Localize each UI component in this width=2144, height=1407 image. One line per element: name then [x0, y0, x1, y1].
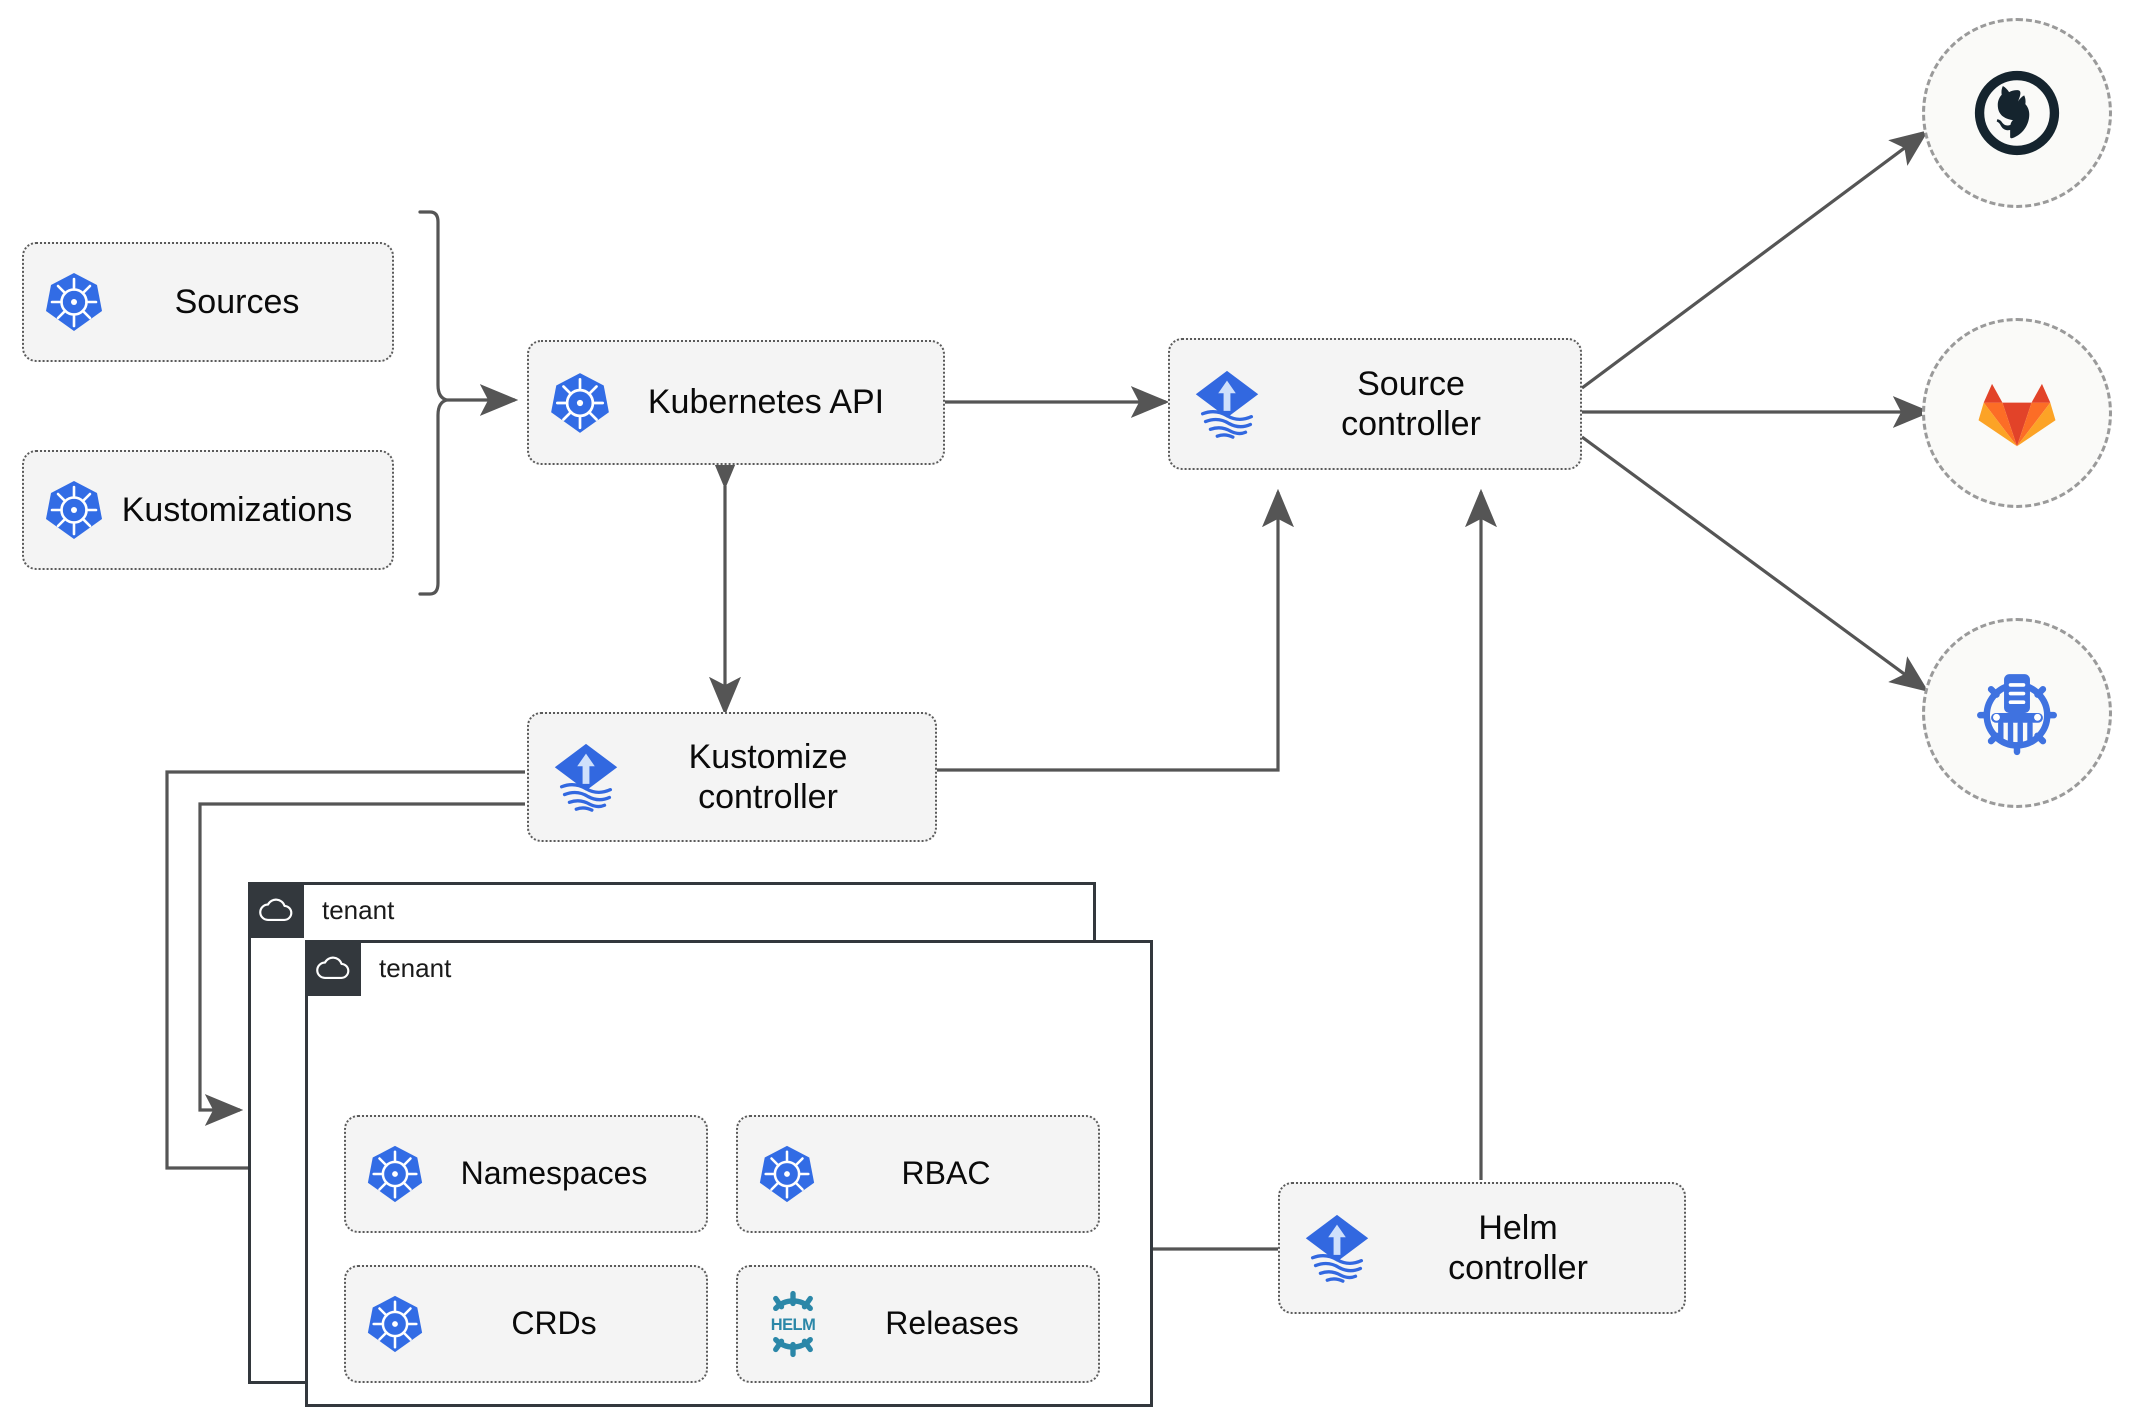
- helm-icon: HELM: [756, 1287, 830, 1361]
- github-icon: [1974, 70, 2060, 156]
- node-label: Namespaces: [460, 1155, 648, 1192]
- node-kustomizations[interactable]: Kustomizations: [22, 450, 394, 570]
- gitlab-icon: [1978, 383, 2056, 447]
- node-label: CRDs: [511, 1305, 597, 1342]
- node-label: Kustomizations: [121, 490, 353, 529]
- node-kustomize-controller[interactable]: Kustomize controller: [527, 712, 937, 842]
- node-label: Releases: [885, 1305, 1019, 1342]
- tenant-label: tenant: [322, 894, 395, 925]
- node-helm-controller[interactable]: Helm controller: [1278, 1182, 1686, 1314]
- tenant-tab: tenant: [248, 882, 394, 938]
- svg-text:HELM: HELM: [771, 1316, 816, 1334]
- kubernetes-icon: [547, 370, 613, 436]
- node-crds[interactable]: CRDs: [344, 1265, 708, 1383]
- node-label: Kubernetes API: [647, 383, 885, 422]
- kubernetes-icon: [364, 1143, 426, 1205]
- provider-github[interactable]: [1922, 18, 2112, 208]
- node-label: Source controller: [1341, 364, 1481, 443]
- tenant-container-front[interactable]: tenant: [305, 940, 1153, 1407]
- tenant-tab: tenant: [305, 940, 451, 996]
- kubernetes-icon: [42, 270, 106, 334]
- tenant-label: tenant: [379, 952, 452, 983]
- cloud-icon: [248, 882, 304, 938]
- node-label: Helm controller: [1448, 1208, 1588, 1287]
- node-label: Sources: [174, 282, 300, 321]
- kubernetes-icon: [756, 1143, 818, 1205]
- node-rbac[interactable]: RBAC: [736, 1115, 1100, 1233]
- node-kubernetes-api[interactable]: Kubernetes API: [527, 340, 945, 465]
- helm-repository-icon: [1977, 674, 2057, 756]
- node-label: RBAC: [901, 1155, 991, 1192]
- provider-gitlab[interactable]: [1922, 318, 2112, 508]
- flux-icon: [547, 738, 625, 816]
- flux-icon: [1298, 1209, 1376, 1287]
- node-namespaces[interactable]: Namespaces: [344, 1115, 708, 1233]
- flux-icon: [1188, 365, 1266, 443]
- cloud-icon: [305, 940, 361, 996]
- node-label: Kustomize controller: [688, 737, 848, 816]
- node-source-controller[interactable]: Source controller: [1168, 338, 1582, 470]
- node-releases[interactable]: HELM Releases: [736, 1265, 1100, 1383]
- kubernetes-icon: [42, 478, 106, 542]
- node-sources[interactable]: Sources: [22, 242, 394, 362]
- kubernetes-icon: [364, 1293, 426, 1355]
- provider-helm-repository[interactable]: [1922, 618, 2112, 808]
